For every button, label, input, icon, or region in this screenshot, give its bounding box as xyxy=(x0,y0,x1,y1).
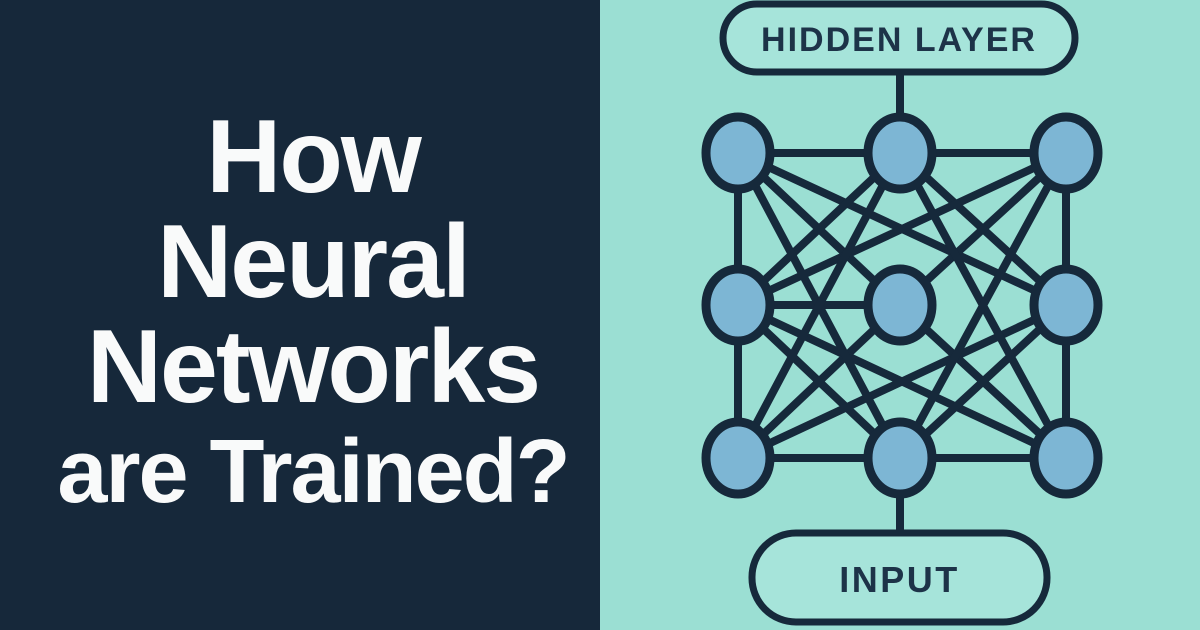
neuron-node-mr xyxy=(1029,264,1103,346)
edge-tc-bl xyxy=(734,151,904,460)
edge-tr-bc xyxy=(896,151,1070,460)
input-pill-label: INPUT xyxy=(839,559,960,600)
page-title: How Neural Networks are Trained? xyxy=(57,99,570,525)
neuron-node-bl xyxy=(701,417,775,499)
right-panel: HIDDEN LAYER INPUT xyxy=(600,0,1200,630)
edge-mr-bl xyxy=(736,301,1068,462)
neuron-node-tl xyxy=(701,112,775,194)
neuron-node-tc xyxy=(863,112,937,194)
input-pill xyxy=(748,529,1051,626)
neuron-node-br xyxy=(1029,417,1103,499)
neuron-node-bc xyxy=(863,417,937,499)
title-line-4: are Trained? xyxy=(57,422,570,522)
title-line-2: Neural xyxy=(157,204,471,320)
title-line-1: How xyxy=(206,99,422,215)
neural-network-diagram: HIDDEN LAYER INPUT xyxy=(701,0,1103,626)
edge-tr-ml xyxy=(736,149,1068,309)
hidden-layer-pill-label: HIDDEN LAYER xyxy=(761,21,1037,59)
hidden-layer-pill xyxy=(719,0,1079,76)
neuron-node-ml xyxy=(701,264,775,346)
left-panel: How Neural Networks are Trained? xyxy=(0,0,600,630)
neuron-node-mc xyxy=(863,264,937,346)
title-line-3: Networks xyxy=(86,309,541,425)
neuron-node-tr xyxy=(1029,112,1103,194)
